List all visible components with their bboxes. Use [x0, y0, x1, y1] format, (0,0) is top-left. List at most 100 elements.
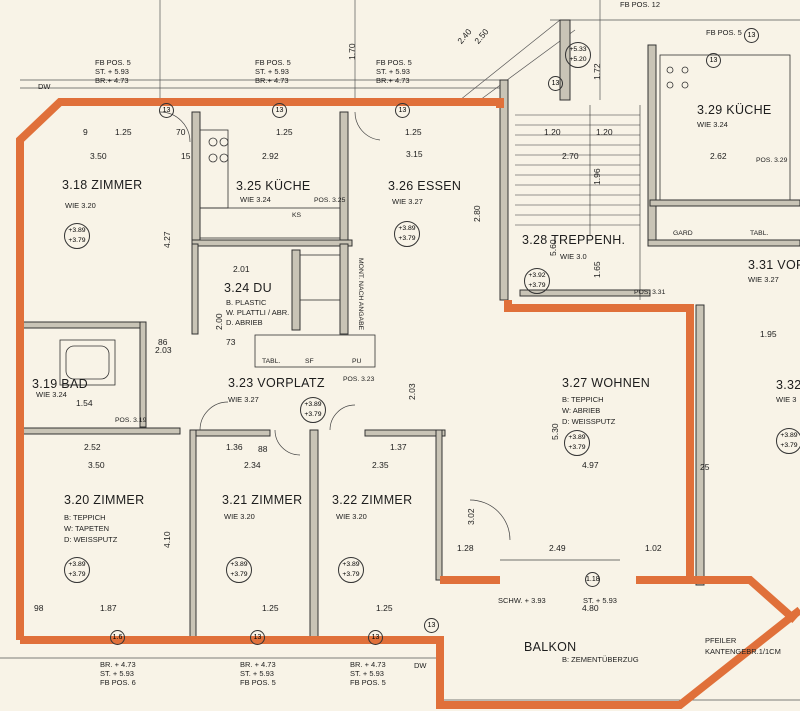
level-lower: +3.79 — [568, 444, 586, 451]
level-upper: +3.89 — [568, 434, 586, 441]
level-upper: +3.89 — [68, 561, 86, 568]
dimension: 1.87 — [100, 603, 117, 613]
header-fb: FB POS. 5 — [350, 678, 386, 687]
room-318-name: 3.18 ZIMMER — [62, 178, 143, 192]
room-319-name: 3.19 BAD — [32, 377, 88, 391]
dimension: 86 — [158, 337, 168, 347]
material-floor: B. PLASTIC — [226, 298, 267, 307]
dimension: 9 — [83, 127, 88, 137]
dimension: 1.72 — [592, 63, 602, 80]
room-327-name: 3.27 WOHNEN — [562, 376, 651, 390]
dimension: 1.70 — [347, 43, 357, 60]
dimension: 98 — [34, 603, 44, 613]
dimension: 1.25 — [276, 127, 293, 137]
header-fb: FB POS. 6 — [100, 678, 136, 687]
dimension: 3.15 — [406, 149, 423, 159]
material-floor: B: TEPPICH — [562, 395, 604, 404]
kanten-label: KANTENGEBR.1/1CM — [705, 647, 781, 656]
header-br: BR.+ 4.73 — [376, 76, 410, 85]
sf-label: SF — [305, 358, 314, 365]
marker: 1.18 — [585, 572, 600, 587]
room-322-name: 3.22 ZIMMER — [332, 493, 413, 507]
header-st: ST. + 5.93 — [350, 669, 384, 678]
dimension: 1.02 — [645, 543, 662, 553]
dimension: 2.03 — [407, 383, 417, 400]
header-top-fb: FB POS. 12 — [620, 0, 661, 9]
bath-fixtures — [59, 254, 376, 386]
header-fb: FB POS. 5 — [255, 58, 291, 67]
level-upper: +3.89 — [398, 225, 416, 232]
dimension: 2.03 — [155, 345, 172, 355]
dimension: 4.80 — [582, 603, 599, 613]
dimension: 1.28 — [457, 543, 474, 553]
marker: 13 — [272, 103, 287, 118]
room-323-wie: WIE 3.27 — [228, 395, 259, 404]
balkon-material: B: ZEMENTÜBERZUG — [562, 655, 639, 664]
room-325-ks: KS — [292, 212, 302, 219]
stair-level-circle: +5.33 +5.20 — [565, 42, 591, 68]
level-lower: +3.79 — [342, 571, 360, 578]
level-lower: +3.79 — [68, 571, 86, 578]
dimension: 1.95 — [760, 329, 777, 339]
dimension: 2.62 — [710, 151, 727, 161]
room-325-wie: WIE 3.24 — [240, 195, 271, 204]
kitchen-fixtures — [199, 54, 791, 239]
marker: 1.6 — [110, 630, 125, 645]
level-upper: +3.89 — [780, 432, 798, 439]
room-323-name: 3.23 VORPLATZ — [228, 376, 325, 390]
dimension: 3.50 — [90, 151, 107, 161]
material-ceiling: D: WEISSPUTZ — [64, 535, 118, 544]
dimension: 4.27 — [162, 231, 172, 248]
dimension: 1.25 — [115, 127, 132, 137]
level-lower: +5.20 — [569, 56, 587, 63]
dimension: 15 — [181, 151, 191, 161]
room-326-level: +3.89 +3.79 — [394, 221, 420, 247]
room-332-wie: WIE 3 — [776, 395, 797, 404]
room-326-wie: WIE 3.27 — [392, 197, 423, 206]
room-332-name: 3.32 — [776, 378, 800, 392]
level-upper: +3.89 — [68, 227, 86, 234]
level-lower: +3.79 — [528, 282, 546, 289]
stair-treads — [515, 105, 641, 300]
tabl-label-du: TABL. — [262, 358, 281, 365]
dimension: 3.02 — [466, 508, 476, 525]
room-327-level: +3.89 +3.79 — [564, 430, 590, 456]
room-329-wie: WIE 3.24 — [697, 120, 728, 129]
marker: 13 — [395, 103, 410, 118]
room-321-wie: WIE 3.20 — [224, 512, 255, 521]
dimension: 2.52 — [84, 442, 101, 452]
room-320-name: 3.20 ZIMMER — [64, 493, 145, 507]
marker: 13 — [159, 103, 174, 118]
exterior-walls — [16, 98, 800, 709]
room-332-level: +3.89 +3.79 — [776, 428, 800, 454]
dimension: 2.49 — [549, 543, 566, 553]
header-st: ST. + 5.93 — [100, 669, 134, 678]
room-325-pos: POS. 3.25 — [314, 197, 346, 204]
threshold-label: SCHW. + 3.93 — [498, 596, 546, 605]
material-floor: B: TEPPICH — [64, 513, 106, 522]
pu-label: PU — [352, 358, 362, 365]
level-upper: +3.92 — [528, 272, 546, 279]
header-top-right: FB POS. 5 — [706, 28, 742, 37]
level-upper: +3.89 — [342, 561, 360, 568]
room-319-wie: WIE 3.24 — [36, 390, 67, 399]
room-326-name: 3.26 ESSEN — [388, 179, 462, 193]
level-lower: +3.79 — [398, 235, 416, 242]
room-329-pos: POS. 3.29 — [756, 157, 788, 164]
dimension: 2.70 — [562, 151, 579, 161]
level-lower: +3.79 — [230, 571, 248, 578]
dimension: 25 — [700, 462, 710, 472]
room-320-level: +3.89 +3.79 — [64, 557, 90, 583]
room-329-name: 3.29 KÜCHE — [697, 103, 772, 117]
room-328-name: 3.28 TREPPENH. — [522, 233, 626, 247]
material-ceiling: D: WEISSPUTZ — [562, 417, 616, 426]
pos-331-label: POS. 3.31 — [634, 289, 666, 296]
balkon-level-label: ST. + 5.93 — [583, 596, 617, 605]
room-322-level: +3.89 +3.79 — [338, 557, 364, 583]
room-323-pos: POS. 3.23 — [343, 376, 375, 383]
tabl-label: TABL. — [750, 230, 769, 237]
